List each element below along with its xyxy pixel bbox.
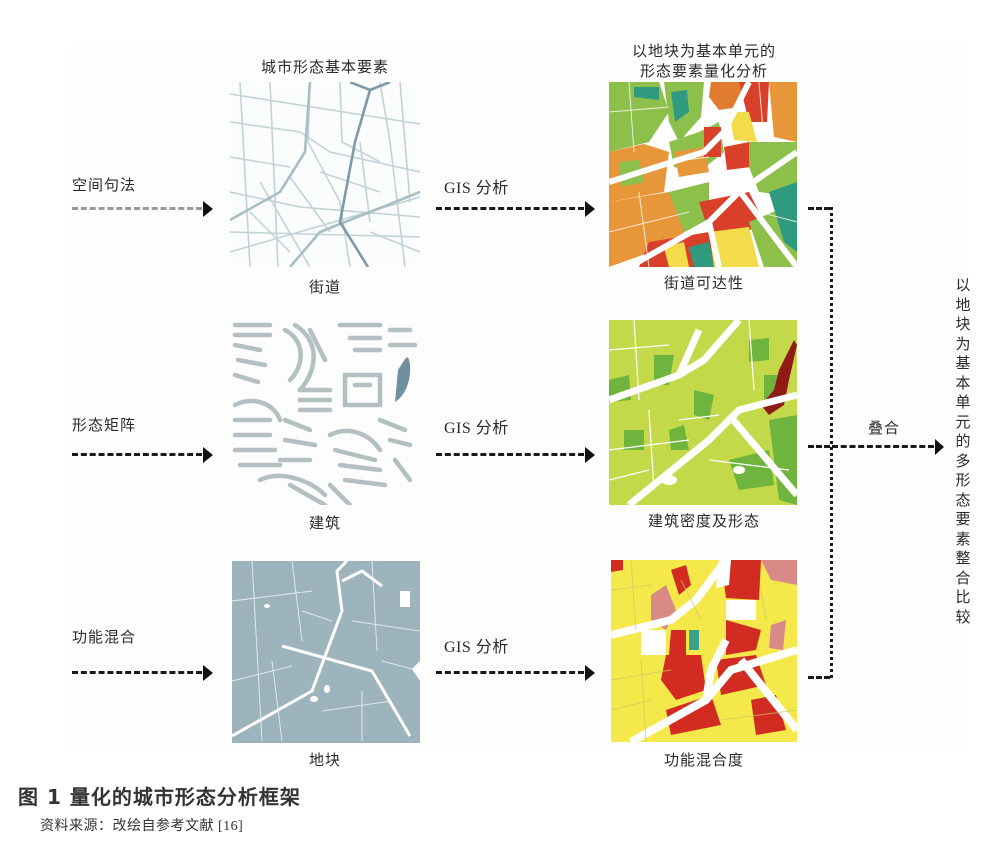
arrow-head-icon — [585, 447, 595, 463]
header-basic-elements: 城市形态基本要素 — [260, 58, 389, 76]
merge-label: 叠合 — [868, 419, 901, 437]
gis-analysis-label-2: GIS 分析 — [444, 420, 509, 437]
figure-caption-title: 图 1 量化的城市形态分析框架 — [18, 785, 301, 809]
element-label-buildings: 建筑 — [308, 514, 341, 532]
result-label-street-accessibility: 街道可达性 — [663, 274, 744, 292]
arrow-function-mix-line — [72, 671, 202, 674]
connector-vertical-line — [830, 207, 833, 678]
connector-middle-stub — [808, 445, 830, 448]
map-parcels — [232, 561, 420, 743]
result-label-building-density: 建筑密度及形态 — [647, 512, 760, 530]
map-buildings — [230, 320, 420, 505]
method-label-morphology-matrix: 形态矩阵 — [72, 416, 137, 434]
arrow-gis-1-line — [436, 207, 584, 210]
arrow-merge-line — [832, 445, 934, 448]
arrow-gis-2-line — [436, 453, 584, 456]
map-building-density — [609, 320, 797, 505]
figure-caption-source: 资料来源：改绘自参考文献 [16] — [40, 819, 244, 834]
arrow-head-icon — [203, 201, 213, 217]
header-quantified-analysis-line1: 以地块为基本单元的 — [631, 42, 776, 60]
method-label-function-mix: 功能混合 — [72, 628, 137, 646]
arrow-head-icon — [203, 447, 213, 463]
arrow-head-icon — [935, 439, 944, 455]
gis-analysis-label-1: GIS 分析 — [444, 180, 509, 197]
connector-top-stub — [808, 207, 830, 210]
header-quantified-analysis-line2: 形态要素量化分析 — [639, 62, 768, 80]
gis-analysis-label-3: GIS 分析 — [444, 639, 509, 656]
map-function-mix — [611, 560, 797, 742]
final-output-label: 以地块为基本单元的多形态要素整合比较 — [955, 276, 971, 626]
arrow-morphology-line — [72, 453, 202, 456]
diagram-background — [68, 47, 968, 747]
element-label-streets: 街道 — [308, 278, 341, 296]
result-label-function-mix: 功能混合度 — [663, 751, 744, 769]
method-label-space-syntax: 空间句法 — [72, 176, 137, 194]
map-streets — [230, 82, 420, 267]
arrow-head-icon — [585, 201, 595, 217]
arrow-head-icon — [203, 665, 213, 681]
arrow-space-syntax-line — [72, 207, 202, 210]
connector-bottom-stub — [808, 676, 830, 679]
map-street-accessibility — [609, 82, 797, 267]
element-label-parcels: 地块 — [308, 751, 341, 769]
arrow-head-icon — [585, 665, 595, 681]
arrow-gis-3-line — [436, 671, 584, 674]
